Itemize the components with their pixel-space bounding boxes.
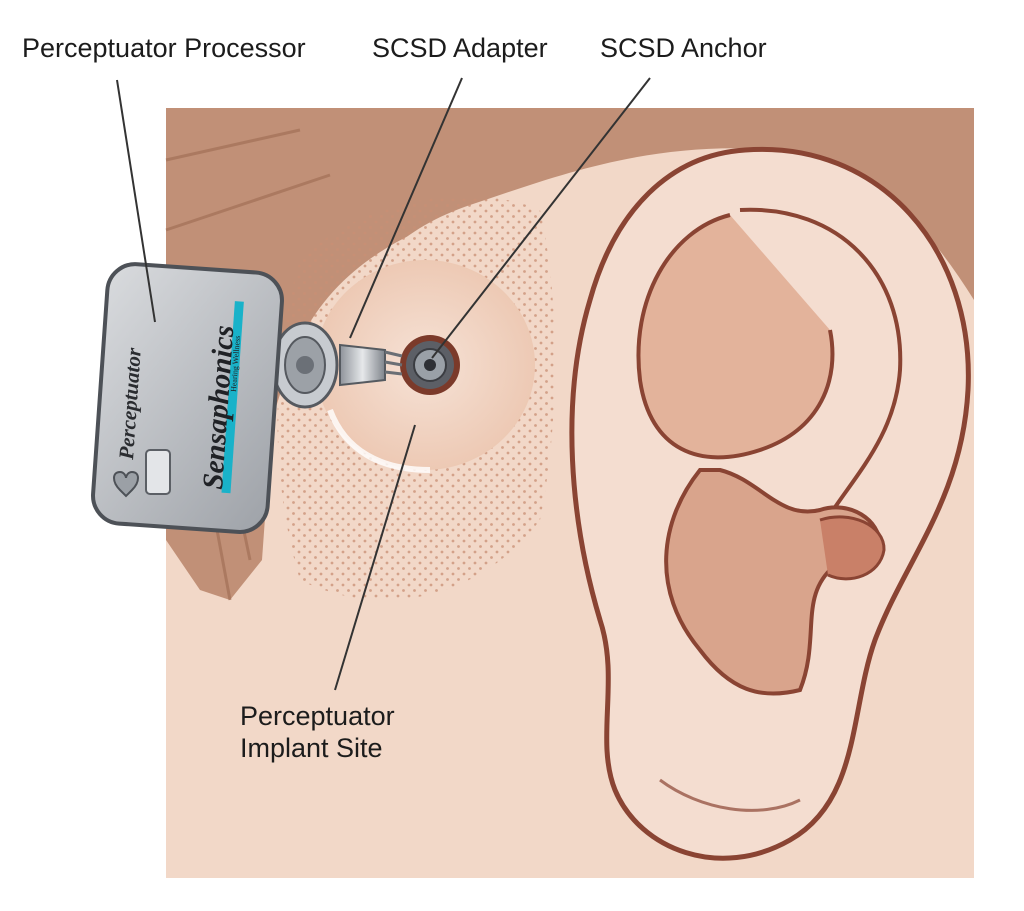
leader-processor	[116, 79, 156, 323]
device-tagline-text: Hearing Wellness	[229, 335, 242, 392]
label-implant-site: Perceptuator Implant Site	[240, 700, 395, 764]
brand-stripe	[221, 301, 244, 494]
label-implant-site-line1: Perceptuator	[240, 701, 395, 731]
implant-site-highlight	[327, 408, 431, 473]
ear	[569, 146, 971, 861]
device-switch	[145, 449, 171, 495]
perceptuator-processor: Perceptuator Sensaphonics Hearing Wellne…	[91, 262, 284, 534]
leader-implant-site	[334, 424, 416, 691]
label-perceptuator-processor: Perceptuator Processor	[22, 33, 306, 63]
scsd-adapter	[271, 321, 403, 409]
scsd-anchor	[400, 335, 460, 395]
leader-anchor	[431, 77, 651, 359]
label-implant-site-line2: Implant Site	[240, 733, 383, 763]
label-scsd-adapter: SCSD Adapter	[372, 33, 548, 63]
heart-icon	[113, 470, 139, 498]
label-scsd-anchor: SCSD Anchor	[600, 33, 767, 63]
hair-strands	[165, 128, 331, 601]
leader-adapter	[349, 77, 463, 339]
